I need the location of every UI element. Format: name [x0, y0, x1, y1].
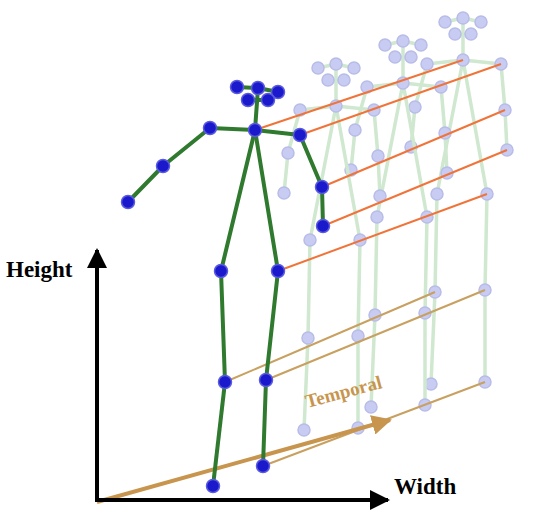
joint-dot: [338, 74, 350, 86]
joint-dot: [249, 124, 262, 137]
joint-dot: [207, 480, 220, 493]
bone-line: [425, 217, 427, 313]
bone-line: [441, 87, 445, 133]
main-skeleton: [122, 81, 330, 493]
bone-line: [374, 110, 378, 156]
joint-dot: [157, 160, 170, 173]
temporal-link: [266, 290, 485, 380]
joint-dot: [204, 122, 217, 135]
joint-dot: [348, 62, 360, 74]
temporal-link: [255, 60, 463, 130]
bone-line: [431, 292, 435, 384]
joint-dot: [475, 16, 487, 28]
bone-line: [483, 290, 487, 382]
bone-line: [263, 380, 266, 466]
ghost-skeletons: [278, 12, 513, 436]
bone-line: [213, 382, 225, 486]
bone-line: [403, 83, 427, 217]
bone-line: [304, 338, 308, 430]
joint-dot: [298, 424, 310, 436]
temporal-links: [225, 60, 507, 466]
joint-dot: [122, 196, 135, 209]
bone-line: [266, 271, 278, 380]
joint-dot: [262, 94, 275, 107]
joint-dot: [257, 460, 270, 473]
bone-line: [221, 271, 225, 382]
joint-dot: [439, 16, 451, 28]
joint-dot: [431, 188, 443, 200]
temporal-link: [278, 194, 487, 271]
temporal-link: [323, 150, 507, 226]
joint-dot: [316, 181, 329, 194]
joint-dot: [379, 39, 391, 51]
joint-dot: [278, 187, 290, 199]
joint-dot: [219, 376, 232, 389]
bone-line: [255, 130, 278, 271]
joint-dot: [272, 265, 285, 278]
joint-dot: [389, 51, 401, 63]
joint-dot: [409, 101, 421, 113]
joint-dot: [415, 39, 427, 51]
joint-dot: [312, 62, 324, 74]
temporal-arrow: [97, 420, 390, 502]
joint-dot: [242, 94, 255, 107]
joint-dot: [302, 332, 314, 344]
bone-line: [423, 313, 427, 405]
temporal-link: [225, 292, 435, 382]
ghost-skeleton: [345, 35, 453, 413]
joint-dot: [372, 150, 384, 162]
axis-label: Height: [6, 258, 72, 281]
joint-dot: [304, 234, 316, 246]
joint-dot: [260, 374, 273, 387]
joint-dot: [317, 220, 330, 233]
joint-dot: [421, 58, 433, 70]
joint-dot: [294, 129, 307, 142]
joint-dot: [349, 124, 361, 136]
main-skeleton-figure: [122, 81, 330, 493]
temporal-link: [322, 110, 505, 187]
axis-label: Width: [394, 475, 456, 498]
bone-line: [358, 240, 360, 336]
bone-line: [308, 240, 310, 338]
bone-line: [163, 128, 210, 166]
height-axis: [95, 250, 99, 502]
joint-dot: [371, 211, 383, 223]
bone-line: [435, 194, 437, 292]
bone-line: [501, 64, 505, 110]
width-axis: [95, 498, 388, 502]
joint-dot: [405, 51, 417, 63]
bone-line: [485, 194, 487, 290]
joint-dot: [365, 401, 377, 413]
joint-dot: [231, 81, 244, 94]
joint-dot: [457, 12, 469, 24]
joint-dot: [465, 28, 477, 40]
ghost-skeleton: [278, 58, 386, 436]
ghost-skeleton: [405, 12, 513, 390]
joint-dot: [322, 74, 334, 86]
bone-line: [375, 217, 377, 315]
bone-line: [300, 135, 322, 187]
joint-dot: [330, 58, 342, 70]
joint-dot: [252, 82, 265, 95]
bone-line: [221, 130, 255, 271]
joint-dot: [397, 35, 409, 47]
joint-dot: [282, 147, 294, 159]
joint-dot: [449, 28, 461, 40]
joint-dot: [425, 378, 437, 390]
bone-line: [128, 166, 163, 202]
joint-dot: [215, 265, 228, 278]
